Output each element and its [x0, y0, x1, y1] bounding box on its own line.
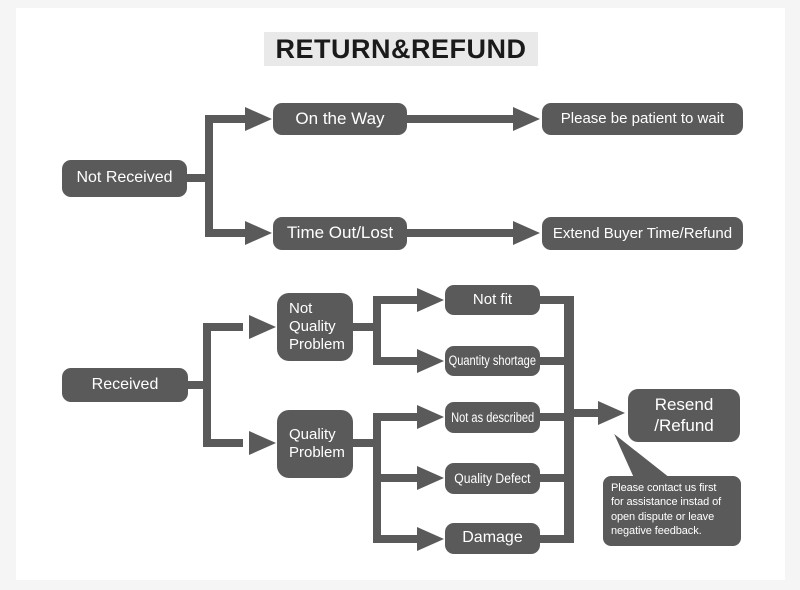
arrow-damage-shaft [373, 535, 419, 543]
node-received: Received [62, 368, 188, 402]
arrow-not-as-described-head-icon [417, 405, 444, 429]
node-resend-refund: Resend /Refund [628, 389, 740, 442]
node-not-fit: Not fit [445, 285, 540, 315]
flowchart-canvas: RETURN&REFUND Not Received On the Way Ti… [16, 8, 785, 580]
note-bubble: Please contact us first for assistance i… [603, 476, 741, 546]
connector-nqp-branch [373, 296, 381, 365]
connector-qp-stub [353, 439, 377, 447]
arrow-not-as-described-shaft [373, 413, 419, 421]
arrow-please-wait-head-icon [513, 107, 540, 131]
arrow-nqp-shaft [203, 323, 243, 331]
connector-quality-defect-out [539, 474, 566, 482]
node-not-as-described: Not as described [445, 402, 540, 433]
connector-received-branch [203, 323, 211, 447]
node-time-out-lost: Time Out/Lost [273, 217, 407, 250]
connector-nqp-stub [353, 323, 377, 331]
arrow-please-wait-shaft [407, 115, 515, 123]
connector-damage-out [539, 535, 566, 543]
connector-received-stub [187, 381, 211, 389]
arrow-quantity-shortage-head-icon [417, 349, 444, 373]
arrow-qp-head-icon [249, 431, 276, 455]
arrow-damage-head-icon [417, 527, 444, 551]
arrow-quantity-shortage-shaft [373, 357, 419, 365]
arrow-quality-defect-shaft [373, 474, 419, 482]
connector-not-received-branch [205, 115, 213, 237]
page-title: RETURN&REFUND [264, 32, 538, 66]
node-not-as-described-label: Not as described [450, 409, 535, 425]
node-damage: Damage [445, 523, 540, 554]
connector-not-fit-out [539, 296, 566, 304]
arrow-on-the-way-shaft [205, 115, 247, 123]
node-quality-defect: Quality Defect [445, 463, 540, 494]
arrow-extend-head-icon [513, 221, 540, 245]
node-quality-defect-label: Quality Defect [454, 470, 531, 486]
arrow-resend-head-icon [598, 401, 625, 425]
connector-not-received-stub [186, 174, 212, 182]
arrow-nqp-head-icon [249, 315, 276, 339]
node-on-the-way: On the Way [273, 103, 407, 135]
arrow-time-out-shaft [205, 229, 247, 237]
arrow-extend-shaft [407, 229, 515, 237]
arrow-on-the-way-head-icon [245, 107, 272, 131]
node-not-received: Not Received [62, 160, 187, 197]
arrow-not-fit-shaft [373, 296, 419, 304]
connector-quantity-shortage-out [539, 357, 566, 365]
node-quantity-shortage-label: Quantity shortage [448, 353, 537, 369]
node-extend-buyer: Extend Buyer Time/Refund [542, 217, 743, 250]
arrow-qp-shaft [203, 439, 243, 447]
arrow-not-fit-head-icon [417, 288, 444, 312]
arrow-quality-defect-head-icon [417, 466, 444, 490]
connector-collector [564, 296, 574, 543]
node-quantity-shortage: Quantity shortage [445, 346, 540, 376]
node-please-wait: Please be patient to wait [542, 103, 743, 135]
arrow-time-out-head-icon [245, 221, 272, 245]
connector-not-as-described-out [539, 413, 566, 421]
node-quality-problem: Quality Problem [277, 410, 353, 478]
node-not-quality-problem: Not Quality Problem [277, 293, 353, 361]
arrow-resend-shaft [574, 409, 600, 417]
